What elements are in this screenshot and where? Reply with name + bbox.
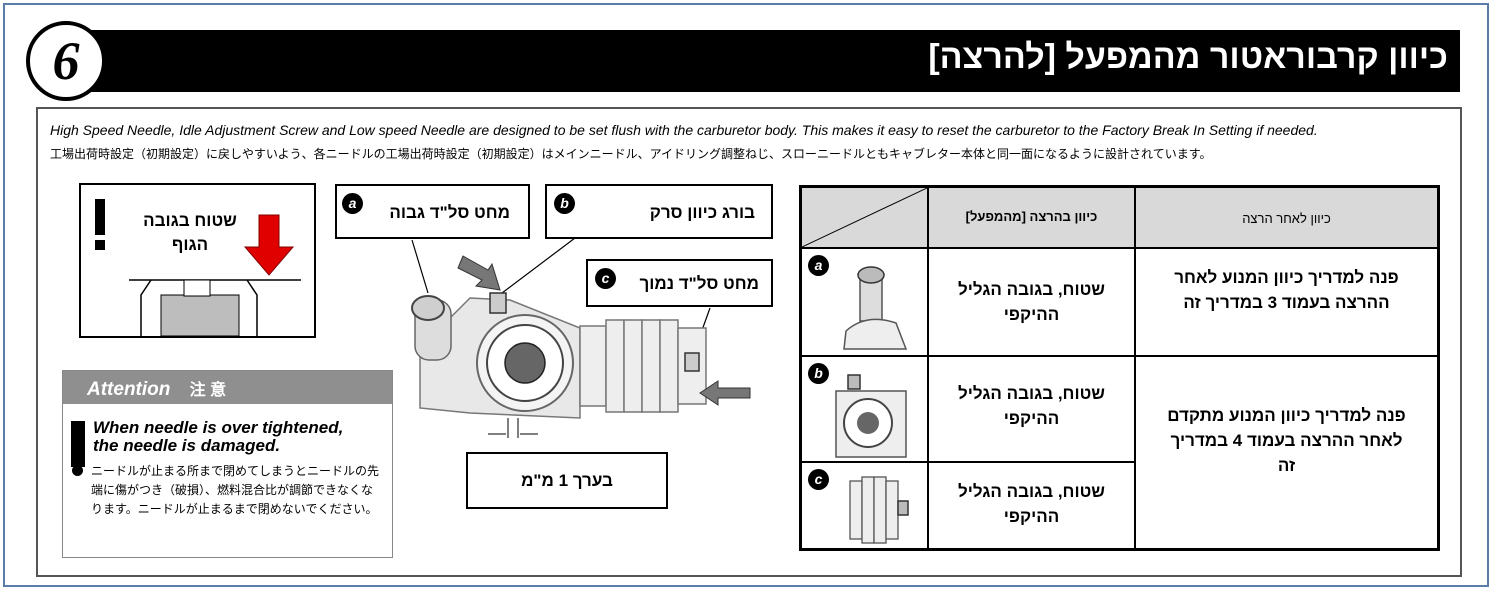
callout-b: b בורג כיוון סרק: [545, 184, 773, 239]
row-c-setting: שטוח, בגובה הגליל ההיקפי: [958, 482, 1105, 526]
row-a-setting: שטוח, בגובה הגליל ההיקפי: [958, 280, 1105, 324]
needle-a-illustration: [843, 266, 908, 350]
table-row-a-after: פנה למדריך כיוון המנוע לאחר ההרצה בעמוד …: [1135, 248, 1438, 356]
high-speed-needle: [411, 295, 445, 321]
callout-a-label: מחט סל"ד גבוה: [389, 203, 510, 222]
flush-label: שטוח בגובה הגוף: [143, 211, 237, 254]
page-title: כיוון קרבוראטור מהמפעל [להרצה]: [928, 38, 1448, 76]
row-a-letter: a: [808, 255, 829, 276]
attention-warning-line2: the needle is damaged.: [93, 436, 281, 455]
attention-warning-en: When needle is over tightened, the needl…: [93, 419, 343, 455]
callout-c: c מחט סל"ד נמוך: [586, 259, 773, 307]
attention-title-jp: 注 意: [189, 382, 227, 399]
row-c-letter: c: [808, 469, 829, 490]
table-row-b-image: b: [801, 356, 928, 462]
table-corner-cell: [801, 187, 928, 248]
exclamation-icon: [95, 199, 105, 235]
air-filter-bellows: [579, 319, 707, 413]
table-header-after: כיוון לאחר הרצה: [1135, 187, 1438, 248]
table-row-bc-after: פנה למדריך כיוון המנוע מתקדם לאחר ההרצה …: [1135, 356, 1438, 549]
step-number-badge: 6: [26, 21, 106, 101]
row-a-after: פנה למדריך כיוון המנוע לאחר ההרצה בעמוד …: [1174, 268, 1399, 312]
low-speed-needle: [684, 352, 700, 372]
table-row-b-setting: שטוח, בגובה הגליל ההיקפי: [928, 356, 1135, 462]
flush-detail-panel: שטוח בגובה הגוף: [79, 183, 316, 338]
attention-box: Attention 注 意 When needle is over tighte…: [62, 370, 393, 558]
row-b-letter: b: [808, 363, 829, 384]
callout-c-letter: c: [595, 268, 616, 289]
flush-detail-drawing: [95, 199, 301, 336]
arrow-low-needle-icon: [699, 380, 751, 406]
attention-header: Attention 注 意: [63, 371, 392, 404]
warning-icon: [71, 421, 85, 467]
attention-warning-line1: When needle is over tightened,: [93, 418, 344, 437]
table-header-setting-label: כיוון בהרצה [מהמפעל]: [965, 209, 1098, 224]
needle-c-illustration: [849, 476, 909, 544]
table-header-setting: כיוון בהרצה [מהמפעל]: [928, 187, 1135, 248]
red-arrow-icon: [243, 214, 295, 276]
page-frame: [3, 3, 1489, 587]
callout-a: a מחט סל"ד גבוה: [335, 184, 530, 239]
callout-b-letter: b: [554, 193, 575, 214]
callout-c-label: מחט סל"ד נמוך: [639, 274, 759, 293]
exclamation-dot-icon: [95, 240, 105, 250]
bullet-icon: [72, 465, 83, 476]
row-bc-after: פנה למדריך כיוון המנוע מתקדם לאחר ההרצה …: [1167, 406, 1406, 475]
row-b-setting: שטוח, בגובה הגליל ההיקפי: [958, 384, 1105, 428]
callout-a-letter: a: [342, 193, 363, 214]
content-box: [36, 107, 1462, 577]
throttle-bore: [504, 342, 546, 384]
intro-english: High Speed Needle, Idle Adjustment Screw…: [50, 122, 1318, 138]
idle-screw: [489, 292, 507, 314]
table-row-a-setting: שטוח, בגובה הגליל ההיקפי: [928, 248, 1135, 356]
carburetor-drawing: [411, 238, 751, 438]
table-header-after-label: כיוון לאחר הרצה: [1242, 211, 1331, 226]
settings-table: כיוון בהרצה [מהמפעל] כיוון לאחר הרצה a ש…: [799, 185, 1440, 551]
table-row-c-setting: שטוח, בגובה הגליל ההיקפי: [928, 462, 1135, 549]
table-row-a-image: a: [801, 248, 928, 356]
step-number: 6: [52, 31, 80, 91]
callout-b-label: בורג כיוון סרק: [649, 203, 755, 222]
intro-japanese: 工場出荷時設定（初期設定）に戻しやすいよう、各ニードルの工場出荷時設定（初期設定…: [50, 147, 1212, 161]
attention-warning-jp: ニードルが止まる所まで閉めてしまうとニードルの先端に傷がつき（破損）、燃料混合比…: [91, 464, 380, 516]
attention-title: Attention: [87, 379, 171, 400]
measurement-box: בערך 1 מ"מ: [466, 452, 668, 509]
arrow-idle-icon: [457, 255, 501, 291]
header-bar: כיוון קרבוראטור מהמפעל [להרצה]: [66, 30, 1460, 92]
screw-b-illustration: [835, 374, 907, 458]
table-row-c-image: c: [801, 462, 928, 549]
